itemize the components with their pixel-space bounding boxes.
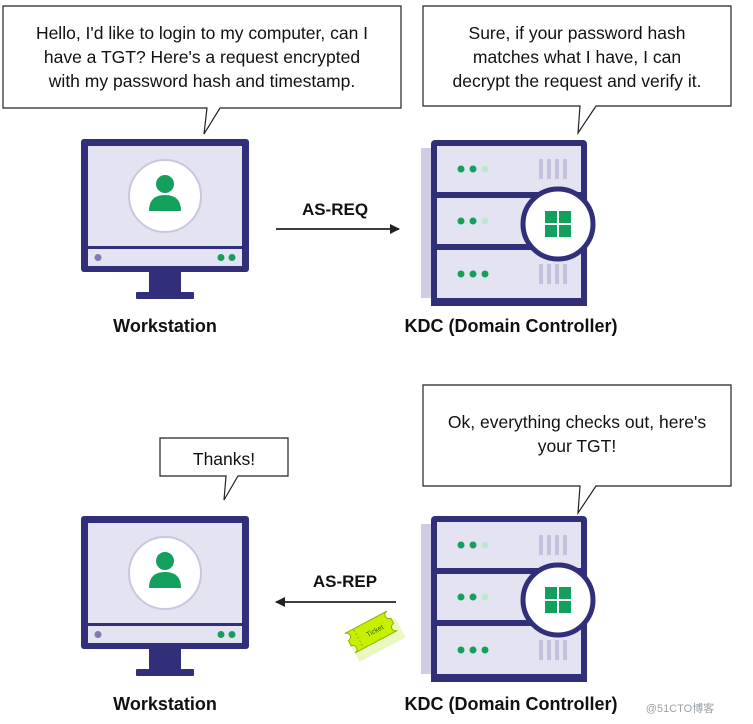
workstation-label: Workstation [113,694,217,714]
kdc-server-icon [421,140,593,306]
kdc-label: KDC (Domain Controller) [405,694,618,714]
bubble-line-2: your TGT! [538,436,616,456]
bubble-line-1: Ok, everything checks out, here's [448,412,706,432]
bubble-line-3: with my password hash and timestamp. [48,71,355,91]
bubble-line-3: decrypt the request and verify it. [452,71,701,91]
ticket-icon: Ticket [344,610,405,662]
bubble-line-1: Hello, I'd like to login to my computer,… [36,23,368,43]
as-rep-label: AS-REP [313,572,377,591]
bubble-line-2: have a TGT? Here's a request encrypted [44,47,360,67]
workstation-monitor-icon [80,138,250,300]
workstation-label: Workstation [113,316,217,336]
bubble-line-1: Thanks! [193,449,255,469]
kdc-server-icon [421,516,593,682]
workstation-monitor-icon [80,515,250,677]
as-req-label: AS-REQ [302,200,368,219]
workstation-speech-bubble: Thanks! [159,437,289,501]
bubble-line-1: Sure, if your password hash [469,23,686,43]
watermark-text: @51CTO博客 [646,701,714,715]
bottom-panel: Thanks! Ok, everything checks out, here'… [80,384,732,714]
top-panel: Hello, I'd like to login to my computer,… [2,5,732,336]
kdc-label: KDC (Domain Controller) [405,316,618,336]
workstation-speech-bubble: Hello, I'd like to login to my computer,… [2,5,402,135]
kdc-speech-bubble: Ok, everything checks out, here's your T… [422,384,732,516]
kdc-speech-bubble: Sure, if your password hash matches what… [422,5,732,136]
bubble-line-2: matches what I have, I can [473,47,681,67]
